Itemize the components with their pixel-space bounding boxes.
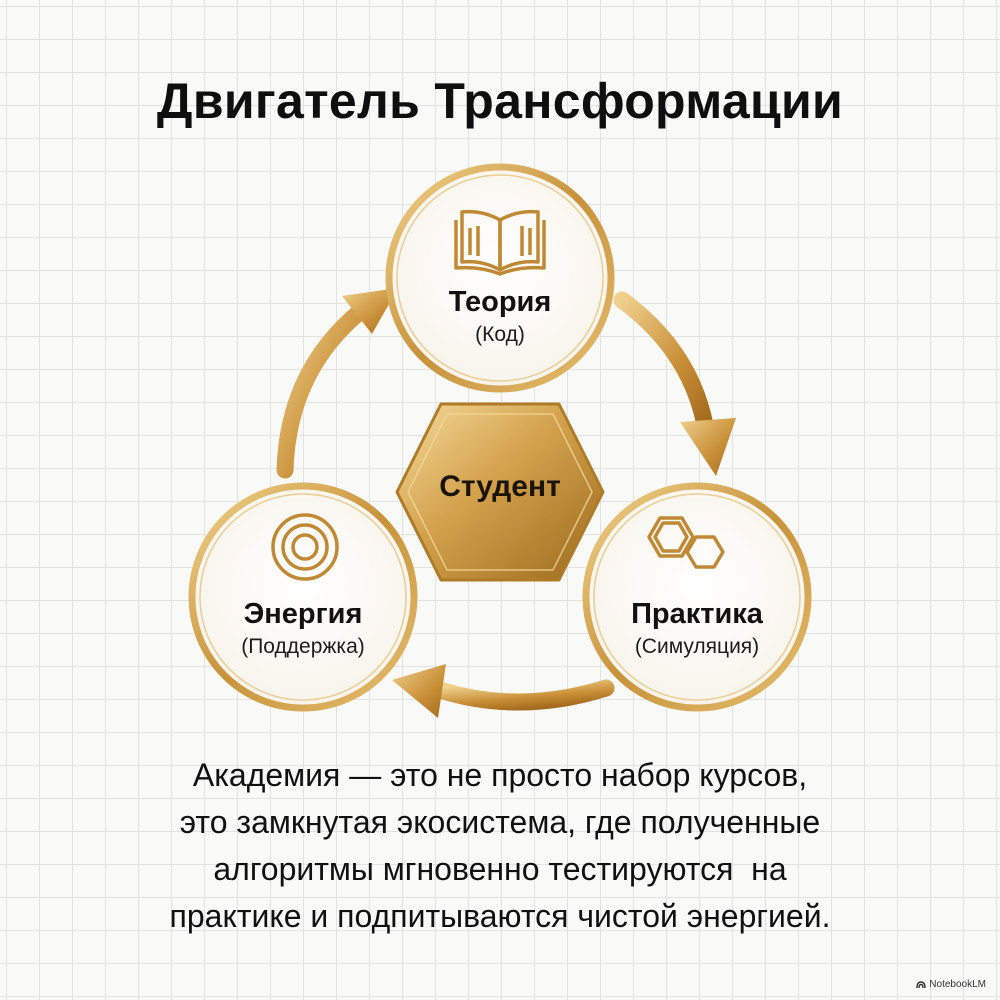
interlocking-hexagons-icon	[647, 516, 725, 569]
arrow-practice-to-energy	[392, 664, 615, 718]
concentric-circles-icon	[271, 513, 339, 581]
student-hub-label: Студент	[439, 470, 561, 503]
notebooklm-watermark: NotebookLM	[916, 979, 986, 990]
energy-node-circle	[188, 482, 418, 712]
theory-name: Теория	[448, 286, 552, 318]
energy-label: Энергия (Поддержка)	[193, 596, 413, 662]
description-line: алгоритмы мгновенно тестируются на	[213, 851, 787, 887]
description-line: Академия — это не просто набор курсов,	[192, 757, 808, 793]
practice-node-circle	[582, 482, 812, 712]
practice-label: Практика (Симуляция)	[587, 596, 807, 662]
notebooklm-logo-icon	[916, 980, 926, 988]
arrow-energy-to-theory	[276, 288, 398, 479]
energy-name: Энергия	[243, 598, 363, 630]
arrow-theory-to-practice	[613, 291, 736, 476]
student-hub-hexagon	[395, 402, 605, 582]
practice-name: Практика	[631, 598, 763, 630]
practice-subtitle: (Симуляция)	[634, 635, 760, 658]
description-text: Академия — это не просто набор курсов, э…	[60, 752, 940, 940]
description-line: практике и подпитываются чистой энергией…	[169, 898, 831, 934]
watermark-text: NotebookLM	[929, 979, 986, 990]
diagram-title: Двигатель Трансформации	[156, 73, 844, 129]
theory-label: Теория (Код)	[400, 284, 600, 350]
theory-subtitle: (Код)	[475, 323, 525, 346]
description-line: это замкнутая экосистема, где полученные	[179, 804, 821, 840]
energy-subtitle: (Поддержка)	[241, 635, 365, 658]
open-book-icon	[454, 209, 546, 276]
theory-node-circle	[385, 163, 615, 393]
